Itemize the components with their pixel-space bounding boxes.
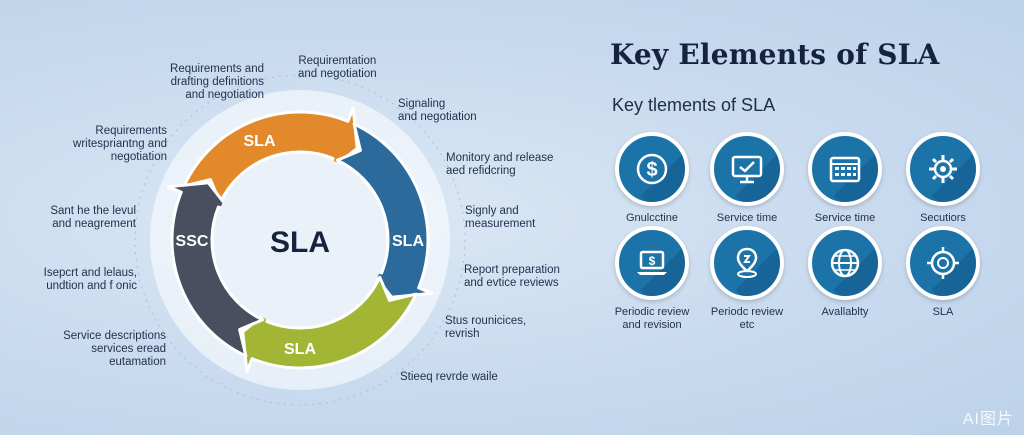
cycle-center-disc — [214, 154, 386, 326]
tile-8: SLA — [893, 226, 993, 319]
monitor-check-icon — [731, 155, 763, 184]
tile-7-label: Avallablty — [821, 306, 869, 318]
cycle-segment-label-4: SSC — [176, 233, 209, 250]
gear-settings-icon — [929, 155, 957, 183]
cycle-segment-label-2: SLA — [392, 233, 424, 250]
tile-4: Secutiors — [893, 132, 993, 225]
left-caption-4: Isepcrt and lelaus,undtion and f onic — [43, 267, 137, 292]
tile-6-badge — [710, 226, 784, 300]
dollar-coin-icon: $ — [636, 153, 668, 185]
tile-4-badge — [906, 132, 980, 206]
right-caption-7: Stieeq revrde waile — [400, 371, 498, 383]
pin-marker-icon — [736, 247, 758, 278]
calendar-grid-icon — [829, 156, 861, 183]
panel-title: Key Elements of SLA — [610, 38, 940, 71]
tile-7-badge — [808, 226, 882, 300]
laptop-dollar-icon: $ — [637, 250, 667, 275]
cycle-arrows — [166, 106, 434, 374]
right-caption-6: Stus rounicices,revrish — [445, 315, 527, 340]
tile-3-label: Service time — [814, 212, 876, 224]
tile-8-label: SLA — [932, 306, 954, 318]
svg-text:$: $ — [649, 254, 656, 268]
target-gear-icon — [927, 247, 959, 279]
tile-1-badge: $ — [615, 132, 689, 206]
tile-1: $ Gnulcctine — [602, 132, 702, 225]
tile-1-label: Gnulcctine — [626, 212, 678, 224]
tile-8-badge — [906, 226, 980, 300]
cycle-segment-labels: SLA SLA SLA SSC — [176, 133, 425, 358]
cycle-segment-label-3: SLA — [284, 341, 316, 358]
tile-2-badge — [710, 132, 784, 206]
tile-3: Service time — [795, 132, 895, 225]
tile-2-label: Service time — [716, 212, 778, 224]
tile-4-label: Secutiors — [920, 212, 966, 224]
tile-2: Service time — [697, 132, 797, 225]
tile-5-badge: $ — [615, 226, 689, 300]
cycle-segment-label-1: SLA — [244, 133, 276, 150]
watermark: AI图片 — [962, 411, 1014, 428]
cycle-center-label: SLA — [270, 226, 330, 259]
cycle-arrow-segment-4 — [166, 181, 265, 358]
panel-subtitle: Key tlements of SLA — [612, 95, 776, 115]
globe-icon — [830, 248, 860, 278]
tile-7: Avallablty — [795, 226, 895, 319]
svg-text:$: $ — [646, 159, 657, 181]
outer-dotted-ring — [134, 74, 466, 406]
tile-3-badge — [808, 132, 882, 206]
